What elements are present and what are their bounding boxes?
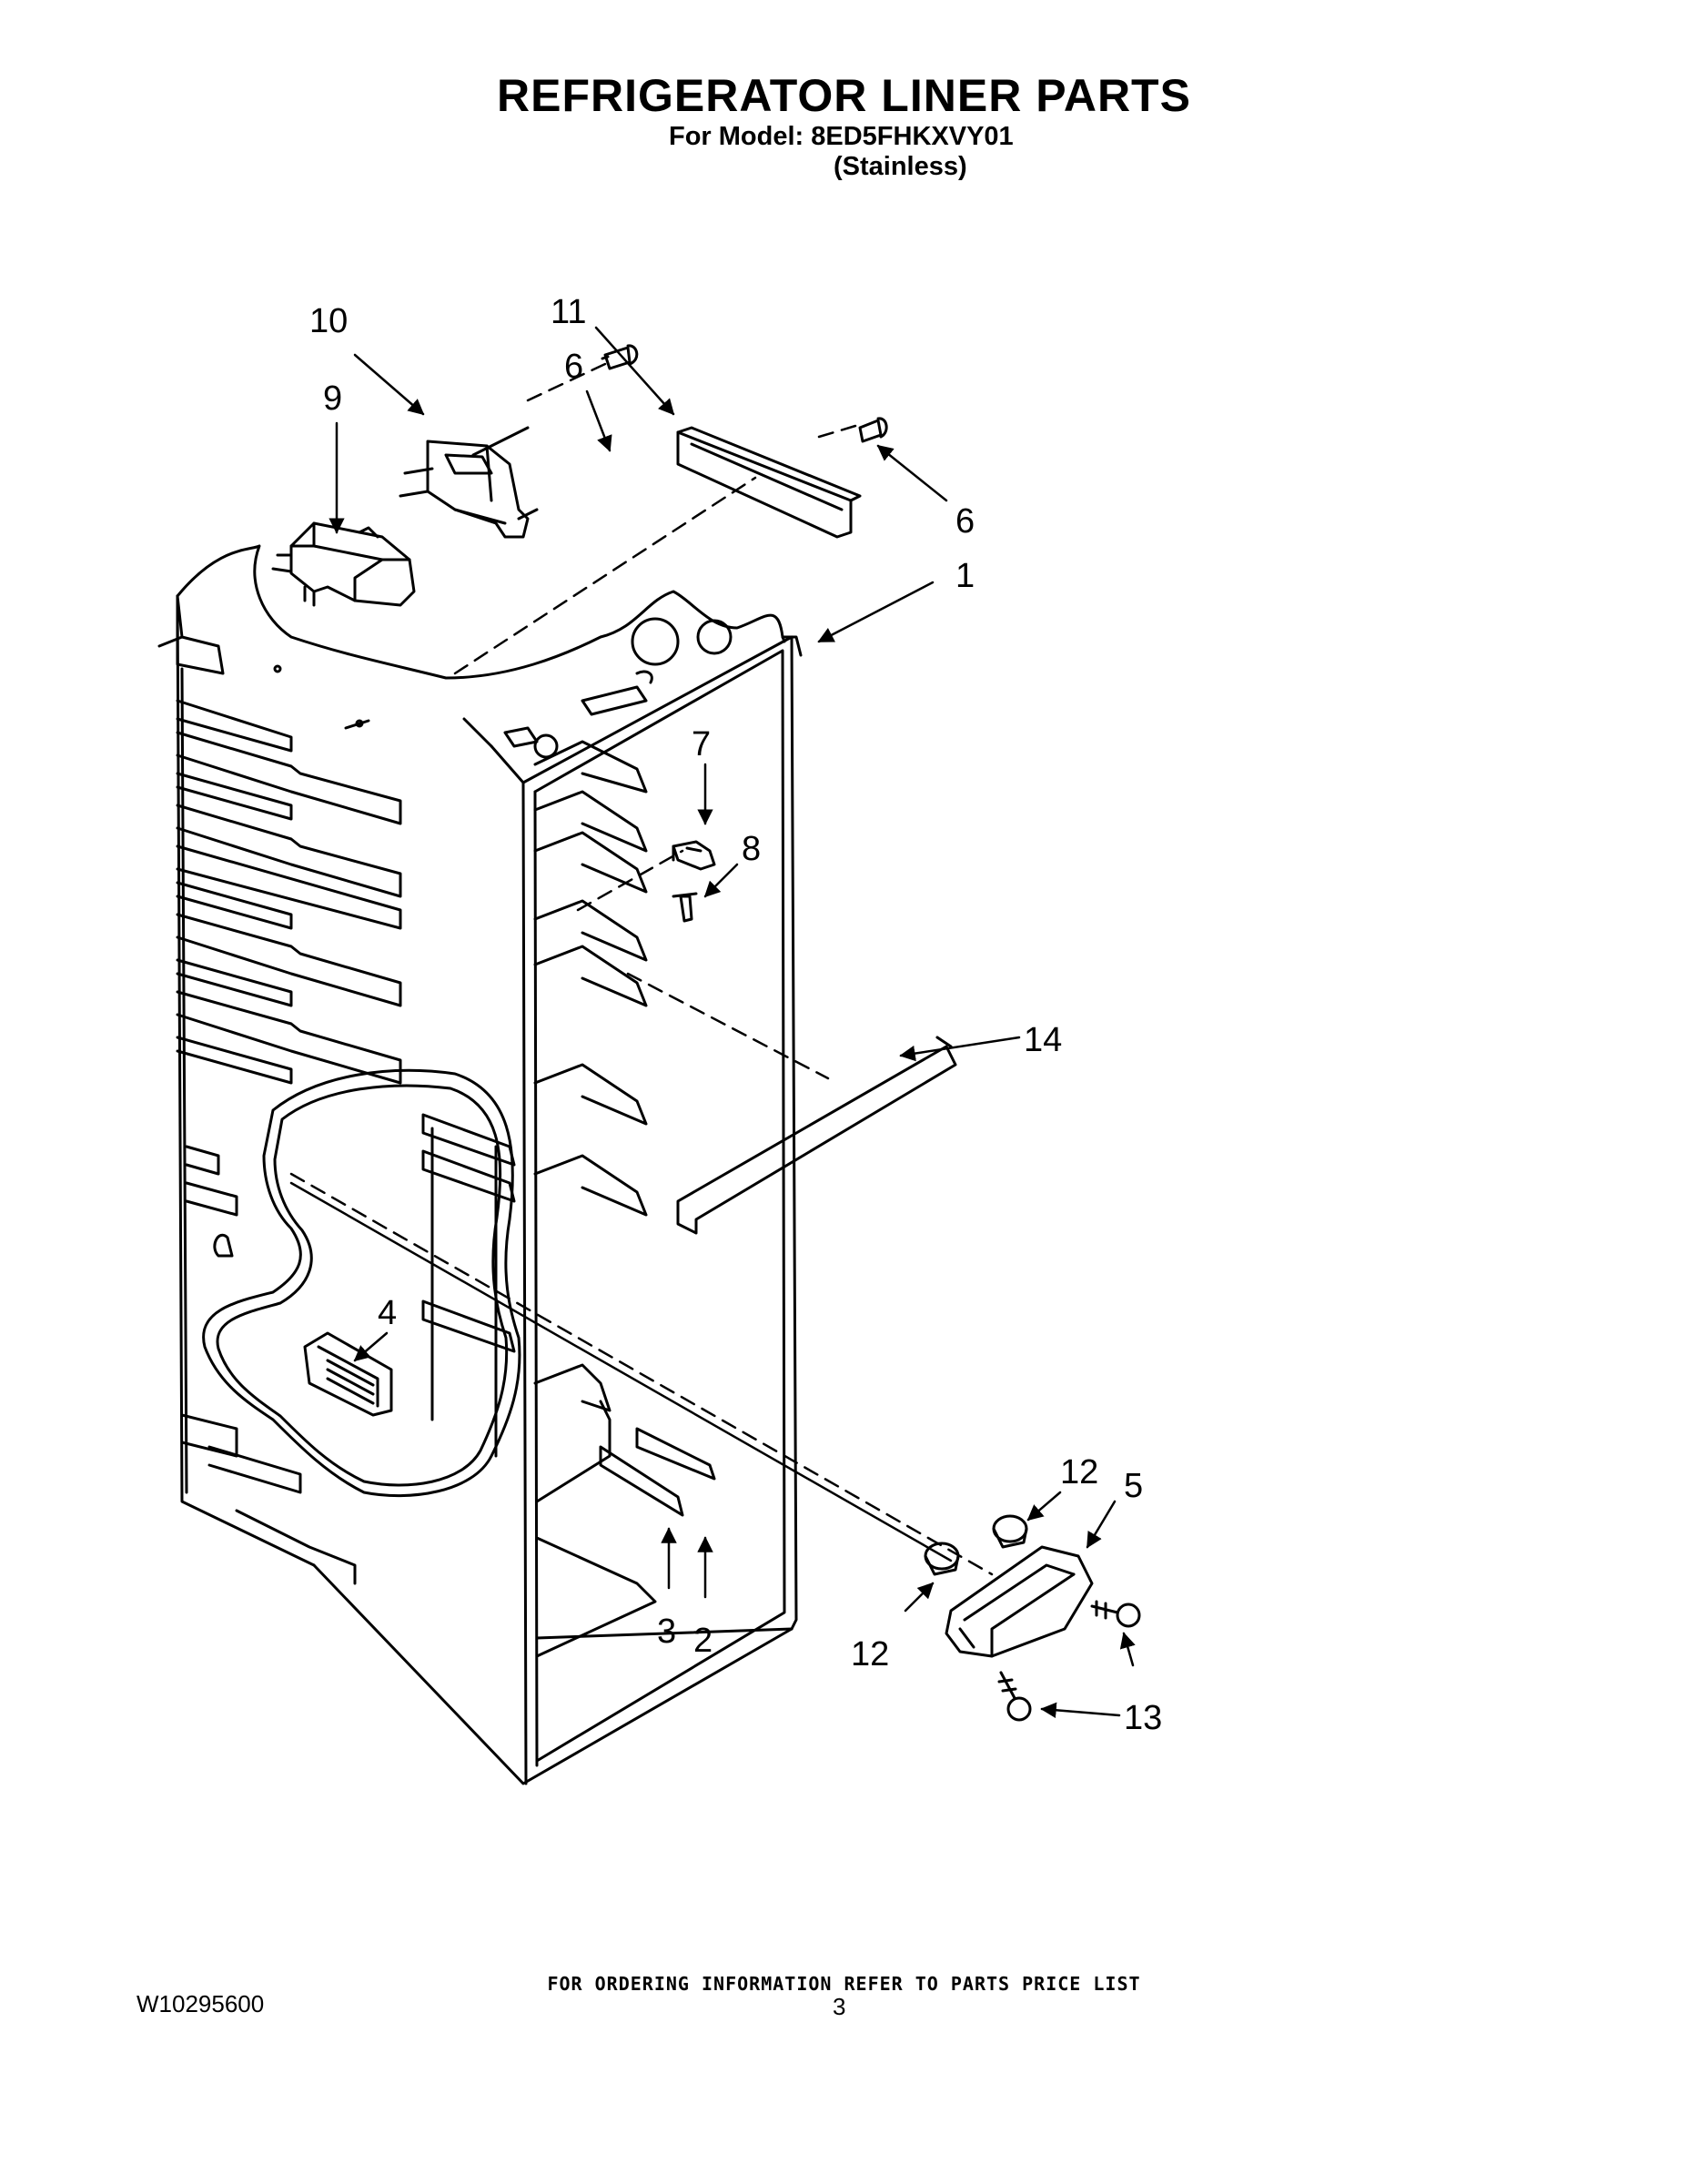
model-variant: (Stainless) <box>834 152 967 181</box>
assembly-lines <box>289 362 994 1576</box>
screw-part-6-left <box>601 344 639 370</box>
callout-6-left: 6 <box>564 348 583 386</box>
screw-part-13-upper <box>1090 1600 1141 1628</box>
callout-12-upper: 12 <box>1060 1453 1098 1491</box>
callout-2: 2 <box>693 1622 713 1660</box>
leader-arrows <box>329 326 1136 1719</box>
model-number: For Model: 8ED5FHKXVY01 <box>669 122 1014 151</box>
callout-12-lower: 12 <box>851 1635 889 1673</box>
callout-8: 8 <box>742 830 761 868</box>
wire-line <box>289 1181 953 1562</box>
bracket-part-10 <box>399 426 539 539</box>
arrow-6-left <box>585 389 612 452</box>
callout-3: 3 <box>657 1613 676 1651</box>
screw-part-6-right <box>858 417 888 443</box>
screw-part-8 <box>672 892 698 923</box>
callout-10: 10 <box>309 302 348 340</box>
callout-14: 14 <box>1024 1021 1062 1059</box>
light-housing-part-9 <box>271 521 416 607</box>
strip-part-11 <box>676 426 862 539</box>
vent-part-4 <box>303 1331 393 1417</box>
callout-11: 11 <box>551 293 586 331</box>
page-title: REFRIGERATOR LINER PARTS <box>497 70 1191 121</box>
ordering-note: FOR ORDERING INFORMATION REFER TO PARTS … <box>547 1973 1141 1995</box>
channel-part-3 <box>599 1445 684 1517</box>
clip-part-7 <box>672 840 716 871</box>
callout-6-right: 6 <box>955 502 975 541</box>
callout-5: 5 <box>1124 1467 1143 1505</box>
light-module-part-5 <box>945 1545 1094 1658</box>
callout-13: 13 <box>1124 1699 1162 1737</box>
callout-7: 7 <box>692 725 711 763</box>
document-number: W10295600 <box>136 1990 265 2017</box>
liner-part-1 <box>157 544 803 1785</box>
channel-part-2 <box>635 1427 716 1481</box>
page-number: 3 <box>833 1993 846 2020</box>
bulb-part-12-upper <box>992 1514 1028 1549</box>
callout-9: 9 <box>323 379 342 418</box>
callout-4: 4 <box>378 1294 397 1332</box>
callout-1: 1 <box>955 557 975 595</box>
screw-part-13-lower <box>997 1671 1032 1722</box>
shield-part-14 <box>676 1036 957 1235</box>
